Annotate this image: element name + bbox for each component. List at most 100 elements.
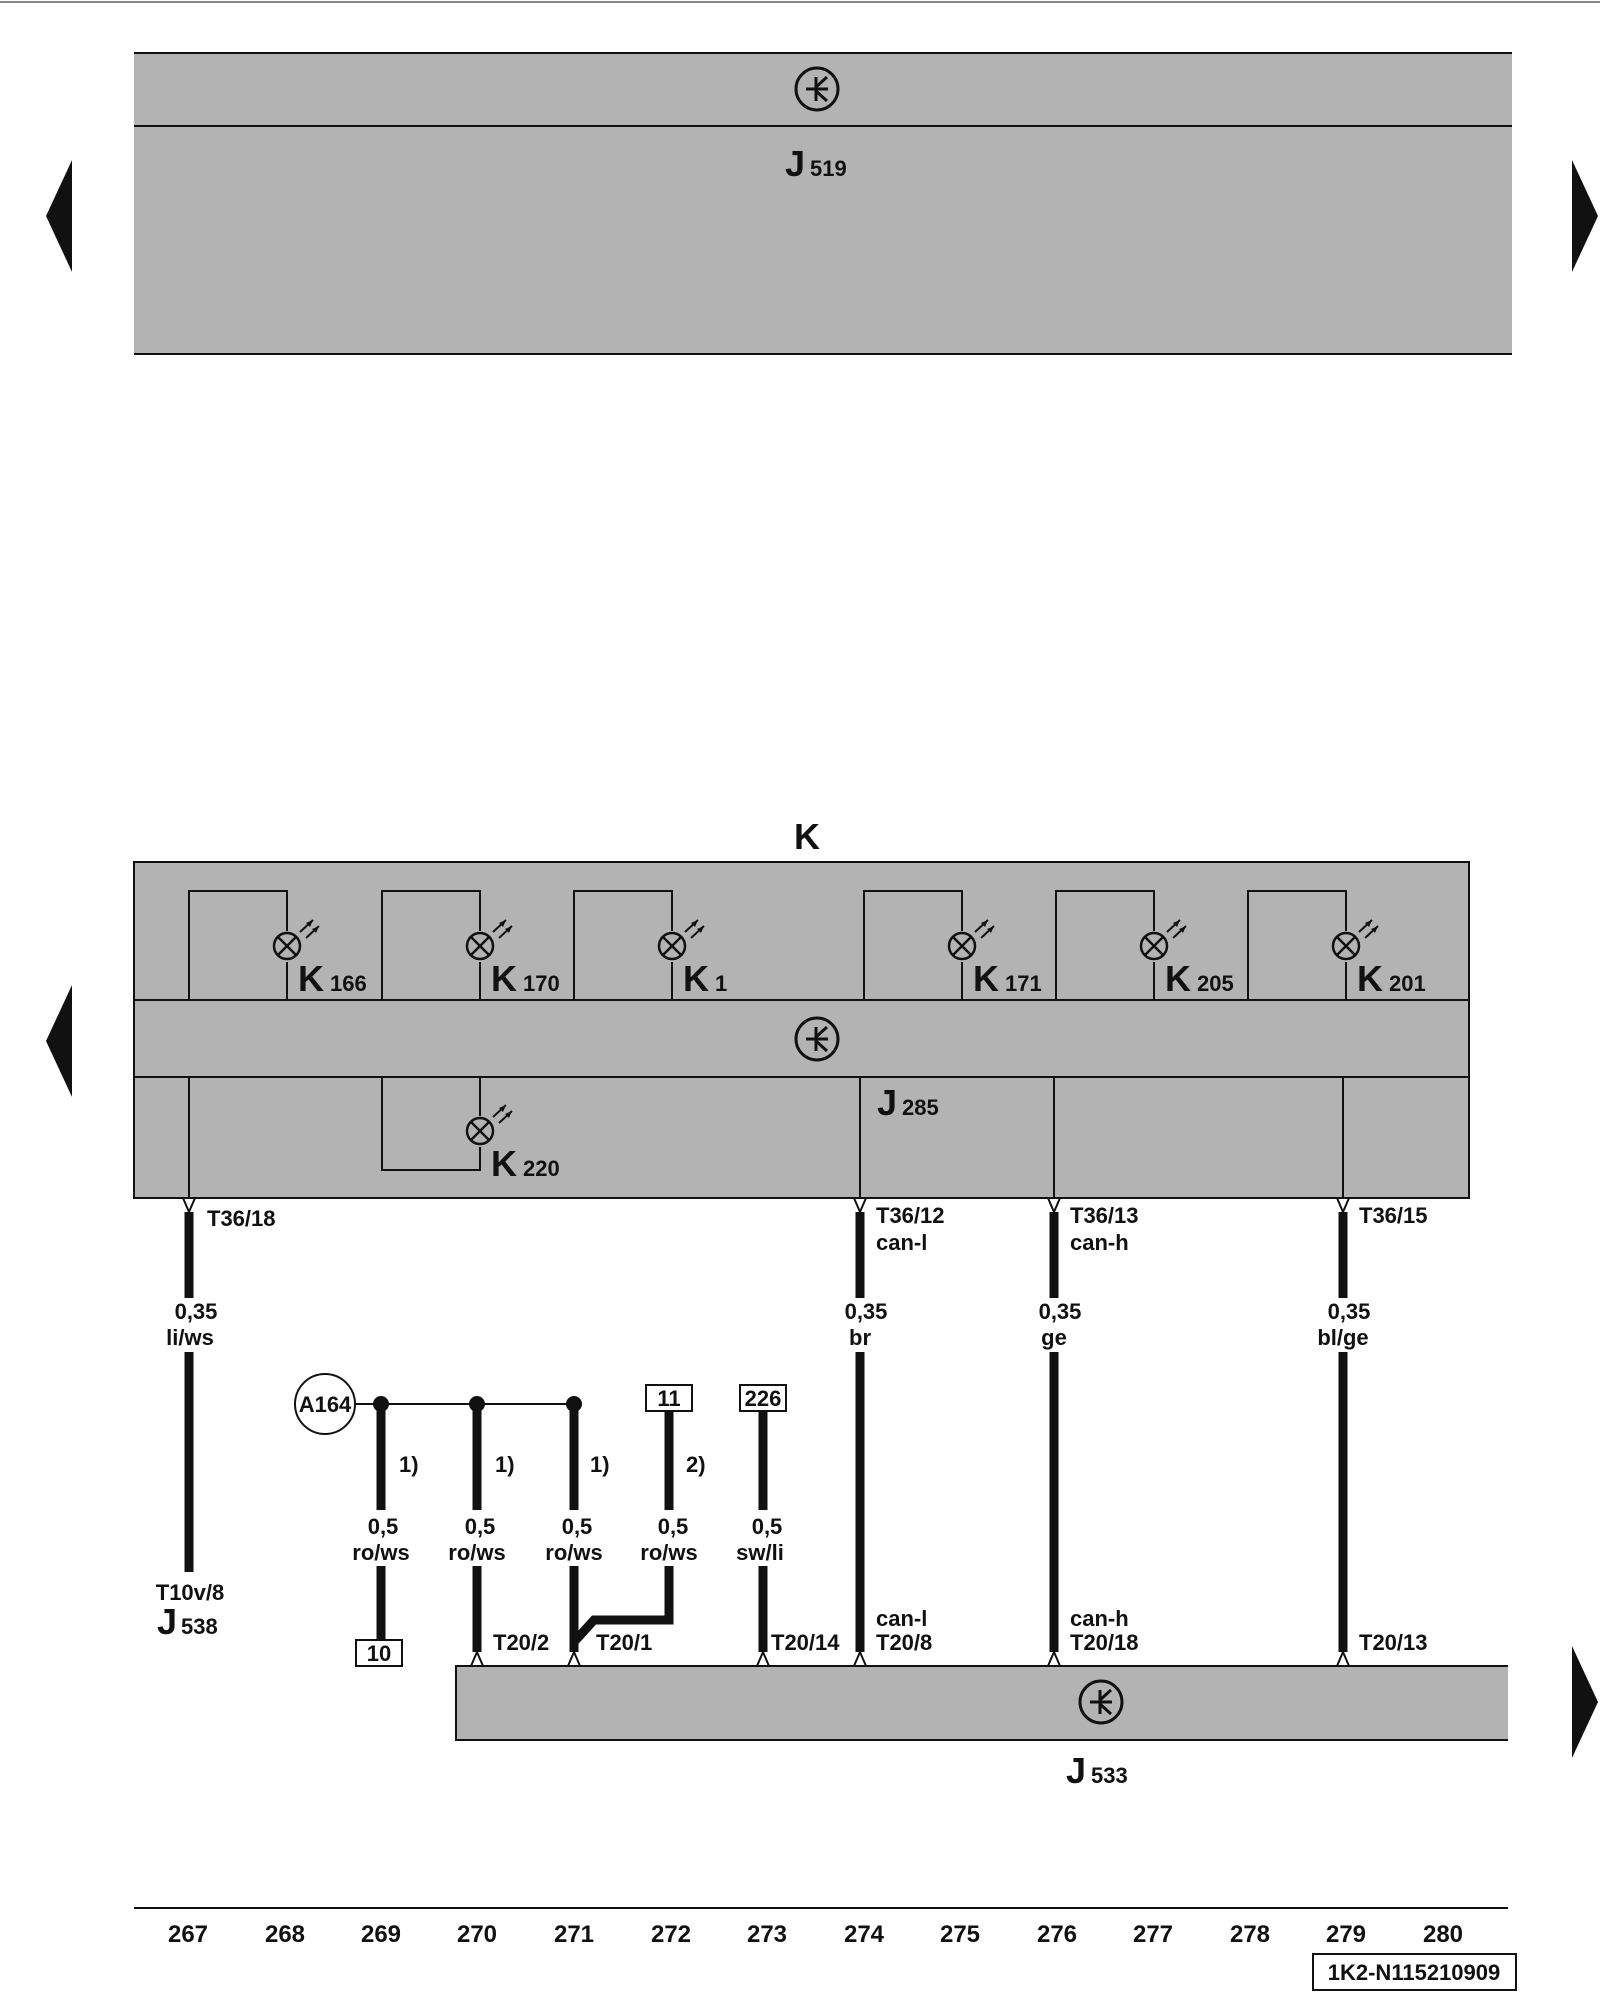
module-k-box <box>133 861 1470 1199</box>
wire-color-ro-ws-4: ro/ws <box>640 1540 697 1565</box>
connector-t36-13: T36/13 <box>1070 1203 1139 1228</box>
module-j538-letter: J <box>157 1601 177 1642</box>
wire-size-ge: 0,35 <box>1039 1299 1082 1324</box>
wire-color-ro-ws-2: ro/ws <box>448 1540 505 1565</box>
module-j538-number: 538 <box>181 1614 218 1639</box>
connector-t36-13-signal: can-h <box>1070 1230 1129 1255</box>
reference-box-11 <box>645 1384 693 1412</box>
connector-t36-12-signal: can-l <box>876 1230 927 1255</box>
column-number: 269 <box>361 1921 401 1948</box>
column-number: 274 <box>844 1921 885 1948</box>
column-number: 276 <box>1037 1921 1077 1948</box>
column-number: 280 <box>1423 1921 1463 1948</box>
previous-page-arrow-icon-2[interactable] <box>46 985 72 1097</box>
diagram-id: 1K2-N115210909 <box>1328 1960 1500 1985</box>
column-number: 272 <box>651 1921 691 1948</box>
wire-ge <box>1047 1197 1061 1667</box>
column-number: 275 <box>940 1921 980 1948</box>
lamp-k205-letter: K <box>1165 958 1191 999</box>
diagram-id-box <box>1312 1953 1517 1991</box>
wire-color-ge: ge <box>1041 1325 1067 1350</box>
connector-t20-13: T20/13 <box>1359 1630 1428 1655</box>
lamp-k220-number: 220 <box>523 1156 560 1181</box>
next-page-arrow-icon[interactable] <box>1572 160 1598 272</box>
column-numbers: 267 268 269 270 271 272 273 274 275 276 … <box>168 1921 1463 1948</box>
module-j533-letter: J <box>1066 1750 1086 1791</box>
lamp-k201-icon <box>1331 919 1379 961</box>
lamp-k171-number: 171 <box>1005 971 1042 996</box>
lamp-k171-letter: K <box>973 958 999 999</box>
module-j519-number: 519 <box>810 156 847 181</box>
module-j519: J 519 <box>134 52 1512 355</box>
wire-size-ro-ws-3: 0,5 <box>562 1514 593 1539</box>
lamp-k201-letter: K <box>1357 958 1383 999</box>
column-number: 270 <box>457 1921 497 1948</box>
reference-box-226 <box>739 1384 787 1412</box>
column-number: 268 <box>265 1921 305 1948</box>
column-number: 267 <box>168 1921 208 1948</box>
lamp-k170-number: 170 <box>523 971 560 996</box>
module-j533: J 533 <box>455 1665 1508 1791</box>
lamp-k1-number: 1 <box>715 971 727 996</box>
wire-ro-ws-4 <box>570 1411 674 1646</box>
control-unit-symbol-icon <box>794 66 840 112</box>
lamp-k201-number: 201 <box>1389 971 1426 996</box>
lamp-k1-icon <box>657 919 705 961</box>
lamp-k166-letter: K <box>298 958 324 999</box>
wire-li-ws <box>182 1197 196 1572</box>
wire-color-bl-ge: bl/ge <box>1317 1325 1368 1350</box>
connector-t36-18: T36/18 <box>207 1206 276 1231</box>
lamp-k205-number: 205 <box>1197 971 1234 996</box>
connector-t20-8: T20/8 <box>876 1630 932 1655</box>
wire-color-sw-li: sw/li <box>736 1540 784 1565</box>
reference-box-10 <box>355 1639 403 1667</box>
previous-page-arrow-icon[interactable] <box>46 160 72 272</box>
connector-t20-2: T20/2 <box>493 1630 549 1655</box>
wire-br <box>853 1197 867 1667</box>
lamp-k170-letter: K <box>491 958 517 999</box>
wire-color-br: br <box>849 1325 871 1350</box>
wire-size-br: 0,35 <box>845 1299 888 1324</box>
module-j533-number: 533 <box>1091 1763 1128 1788</box>
lamp-k171-icon <box>947 919 995 961</box>
wire-note-2: 1) <box>495 1452 515 1477</box>
lamp-k170-icon <box>465 919 513 961</box>
wire-size-sw-li: 0,5 <box>752 1514 783 1539</box>
connector-t36-15: T36/15 <box>1359 1203 1428 1228</box>
connector-t20-18: T20/18 <box>1070 1630 1139 1655</box>
module-j285-number: 285 <box>902 1095 939 1120</box>
wire-size-ro-ws-1: 0,5 <box>368 1514 399 1539</box>
connector-t20-8-signal: can-l <box>876 1606 927 1631</box>
wire-color-ro-ws-1: ro/ws <box>352 1540 409 1565</box>
wire-size-bl-ge: 0,35 <box>1328 1299 1371 1324</box>
connector-t20-1: T20/1 <box>596 1630 652 1655</box>
wire-color-ro-ws-3: ro/ws <box>545 1540 602 1565</box>
wire-color-li-ws: li/ws <box>166 1325 214 1350</box>
lamp-k166-icon <box>272 919 320 961</box>
connector-t20-14: T20/14 <box>771 1630 840 1655</box>
reference-box-10-label: 10 <box>367 1641 391 1666</box>
module-k-block: K 166 K 170 K 1 K 171 K 205 K 201 K 220 … <box>133 861 1470 1199</box>
reference-box-11-label: 11 <box>657 1386 680 1411</box>
wire-note-3: 1) <box>590 1452 610 1477</box>
wire-size-li-ws: 0,35 <box>175 1299 218 1324</box>
column-number: 273 <box>747 1921 787 1948</box>
column-number: 279 <box>1326 1921 1366 1948</box>
lamp-k1-letter: K <box>683 958 709 999</box>
module-j519-letter: J <box>785 143 805 184</box>
connector-t36-12: T36/12 <box>876 1203 945 1228</box>
wire-sw-li <box>756 1411 770 1667</box>
wire-note-1: 1) <box>399 1452 419 1477</box>
wire-bl-ge <box>1336 1197 1350 1667</box>
next-page-arrow-icon-2[interactable] <box>1572 1646 1598 1758</box>
splice-a164-label: A164 <box>299 1392 352 1417</box>
splice-a164: A164 <box>294 1373 582 1435</box>
column-number: 278 <box>1230 1921 1270 1948</box>
module-j285-letter: J <box>877 1082 897 1123</box>
module-j538-connector: T10v/8 <box>156 1580 225 1605</box>
connector-t20-18-signal: can-h <box>1070 1606 1129 1631</box>
lamp-k220-letter: K <box>491 1143 517 1184</box>
module-k-title: K <box>794 816 820 857</box>
lamp-k205-icon <box>1139 919 1187 961</box>
